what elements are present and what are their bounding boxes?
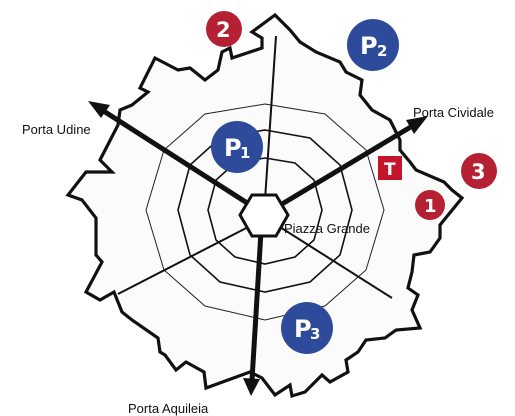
piazza-grande-hexagon — [238, 193, 290, 238]
parking-p3-marker[interactable]: P 3 — [281, 302, 333, 354]
tourist-info-letter: T — [384, 160, 396, 180]
parking-p3-letter: P — [294, 315, 312, 343]
arrowhead-porta-aquileia — [243, 378, 260, 396]
road-porta-aquileia — [249, 214, 265, 381]
marker-3-circle — [461, 153, 497, 189]
label-piazza-grande: Piazza Grande — [284, 221, 370, 236]
parking-p2-letter: P — [360, 32, 378, 60]
arrowhead-porta-udine — [88, 101, 110, 118]
tourist-info-marker[interactable]: T — [378, 156, 402, 180]
parking-p1-marker[interactable]: P 1 — [211, 121, 263, 173]
marker-1[interactable]: 1 — [415, 190, 445, 220]
inner-ring — [207, 157, 323, 265]
street-southwest — [117, 221, 259, 295]
label-porta-aquileia: Porta Aquileia — [128, 401, 209, 416]
marker-1-circle — [415, 190, 445, 220]
road-porta-cividale — [270, 122, 416, 213]
street-north — [264, 35, 277, 201]
arrowhead-porta-cividale — [406, 116, 428, 134]
road-porta-udine — [100, 107, 257, 211]
parking-p1-number: 1 — [240, 144, 250, 162]
parking-p1-circle — [211, 121, 263, 173]
tourist-info-square — [378, 156, 402, 180]
street-southeast — [271, 221, 393, 299]
parking-p3-circle — [281, 302, 333, 354]
parking-p2-marker[interactable]: P 2 — [347, 19, 399, 71]
marker-2-circle — [206, 11, 242, 47]
label-porta-udine: Porta Udine — [22, 122, 91, 137]
parking-p2-circle — [347, 19, 399, 71]
marker-3[interactable]: 3 — [461, 153, 497, 189]
parking-p3-number: 3 — [310, 325, 320, 343]
marker-2-number: 2 — [216, 18, 231, 42]
parking-p1-letter: P — [224, 134, 242, 162]
marker-2[interactable]: 2 — [206, 11, 242, 47]
marker-1-number: 1 — [424, 196, 437, 217]
label-porta-cividale: Porta Cividale — [413, 105, 494, 120]
marker-3-number: 3 — [471, 160, 486, 184]
parking-p2-number: 2 — [377, 42, 387, 60]
